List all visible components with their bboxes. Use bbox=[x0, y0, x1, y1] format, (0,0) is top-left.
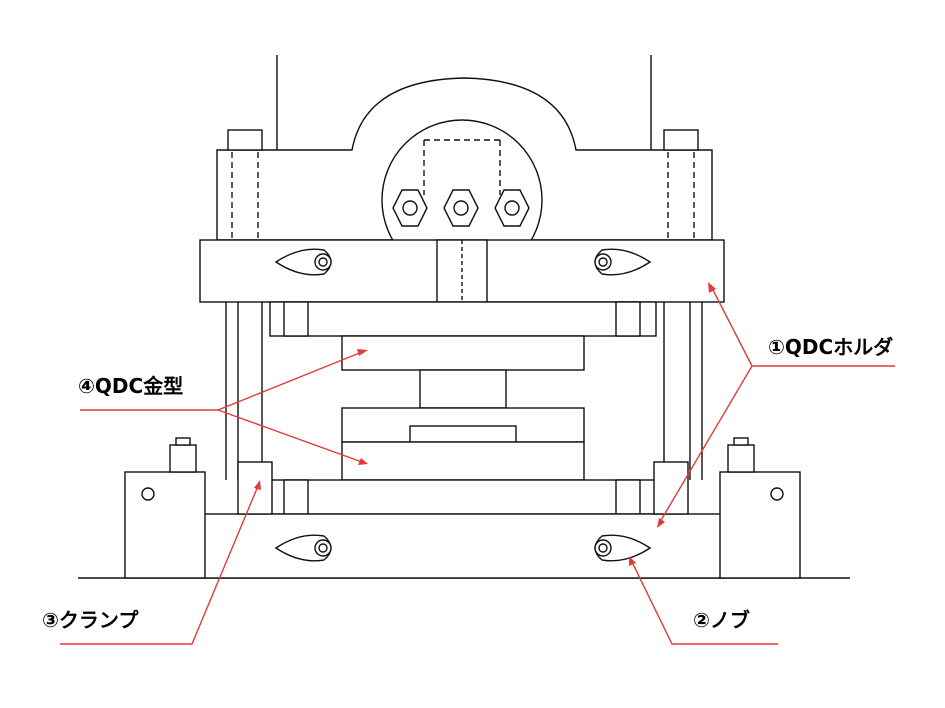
lower-knob-left bbox=[274, 534, 332, 562]
top-bolt-left bbox=[227, 129, 263, 151]
label-qdc-holder: ①QDCホルダ bbox=[768, 335, 894, 359]
clamp-right bbox=[653, 437, 801, 579]
lower-die bbox=[341, 441, 585, 481]
lower-knob-right bbox=[594, 534, 652, 562]
upper-knob-left bbox=[274, 248, 332, 276]
hex-bolts bbox=[392, 189, 530, 227]
label-knob: ②ノブ bbox=[693, 608, 750, 632]
label-qdc-die: ④QDC金型 bbox=[78, 374, 184, 398]
callout-clamp bbox=[60, 485, 259, 645]
lower-plate bbox=[269, 479, 657, 515]
upper-knob-right bbox=[594, 248, 652, 276]
top-bolt-right bbox=[663, 129, 699, 151]
label-clamp: ③クランプ bbox=[42, 608, 139, 632]
clamp-left bbox=[124, 437, 273, 579]
upper-die bbox=[341, 335, 585, 371]
callout-knob bbox=[631, 561, 778, 645]
